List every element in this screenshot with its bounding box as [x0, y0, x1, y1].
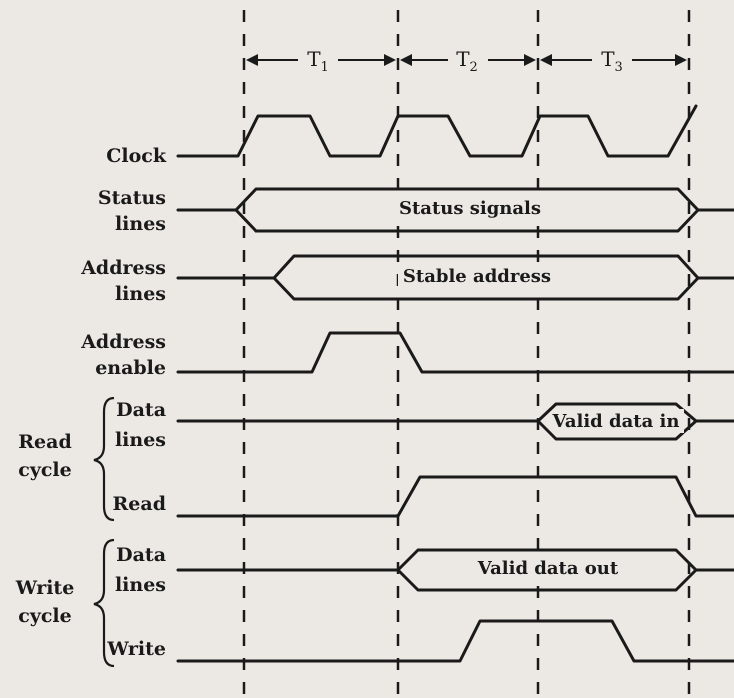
address-enable-label-line1: Address: [80, 331, 166, 353]
address-label-line1: Address: [80, 257, 166, 279]
write-label: Write: [106, 638, 166, 660]
write-cycle-label-line1: Write: [15, 577, 75, 599]
write-cycle-brace: [93, 538, 115, 668]
status-label-line2: lines: [115, 213, 166, 235]
status-label-line1: Status: [98, 187, 166, 209]
read-data-label-line2: lines: [115, 429, 166, 451]
period-label-t2: T2: [456, 47, 478, 75]
signal-labels: Clock Status lines Address lines Address…: [80, 145, 167, 660]
read-waveform: [176, 475, 734, 518]
status-bus: [176, 187, 734, 233]
write-data-label-line1: Data: [116, 544, 166, 566]
read-data-bus: [176, 402, 734, 441]
address-enable-waveform: [176, 331, 734, 374]
write-waveform: [176, 619, 734, 663]
clock-waveform: [176, 104, 698, 158]
period-markers: T1 T2 T3: [246, 47, 687, 75]
read-data-label-line1: Data: [116, 399, 166, 421]
read-cycle-label-line1: Read: [18, 431, 71, 453]
stable-address-label: Stable address: [403, 266, 551, 287]
valid-data-in-label: Valid data in: [552, 411, 680, 432]
period-guides: [242, 10, 691, 698]
read-label: Read: [113, 493, 166, 515]
read-cycle-brace: [93, 396, 115, 522]
read-cycle-label-line2: cycle: [18, 459, 71, 481]
address-bus: [176, 254, 734, 301]
write-data-bus: [176, 548, 734, 592]
address-enable-label-line2: enable: [95, 357, 166, 379]
write-data-label-line2: lines: [115, 574, 166, 596]
period-label-t1: T1: [307, 47, 329, 75]
address-label-line2: lines: [115, 283, 166, 305]
status-signals-label: Status signals: [399, 198, 541, 219]
write-cycle-label-line2: cycle: [18, 605, 71, 627]
period-label-t3: T3: [601, 47, 623, 75]
valid-data-out-label: Valid data out: [477, 558, 619, 579]
clock-label: Clock: [106, 145, 167, 167]
